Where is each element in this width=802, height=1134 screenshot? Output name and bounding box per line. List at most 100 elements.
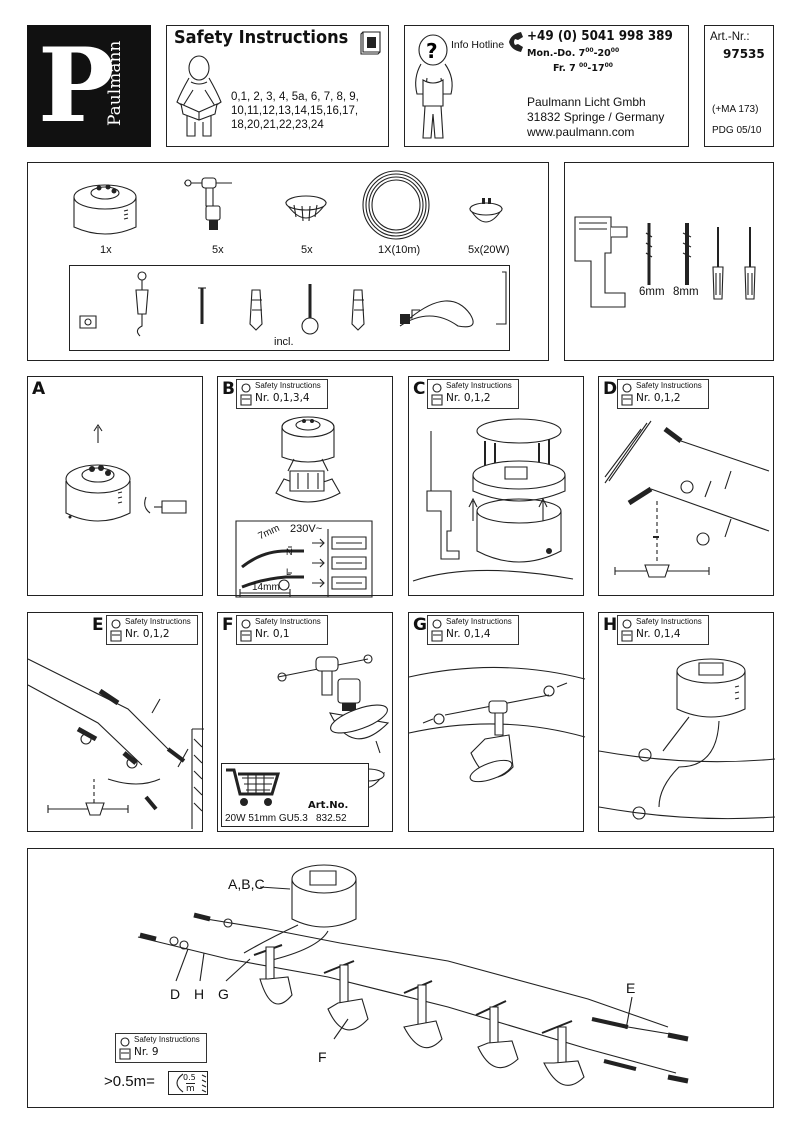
safety-person-icon xyxy=(109,619,123,643)
transformer-illustration xyxy=(72,171,138,239)
overview-label-e: E xyxy=(626,980,636,996)
svg-text:?: ? xyxy=(426,39,438,63)
distance-symbol: 0.5 m xyxy=(168,1071,208,1095)
article-label: Art.-Nr.: xyxy=(710,31,750,43)
replacement-lamp-box: Art.No. 20W 51mm GU5.3 832.52 xyxy=(221,763,369,827)
step-a-letter: A xyxy=(32,379,46,399)
article-ma: (+MA 173) xyxy=(712,104,759,115)
drill-size-6mm: 6mm xyxy=(639,286,665,298)
hours1-to: -20 xyxy=(593,48,611,60)
safety-person-icon xyxy=(239,619,253,643)
step-f-panel: F Safety Instructions Nr. 0,1 Art.No. 20… xyxy=(217,612,393,832)
step-e-si-numbers: Nr. 0,1,2 xyxy=(125,628,170,640)
step-h-safety-badge: Safety Instructions Nr. 0,1,4 xyxy=(617,615,709,645)
company-address: 31832 Springe / Germany xyxy=(527,110,665,124)
step-g-safety-badge: Safety Instructions Nr. 0,1,4 xyxy=(427,615,519,645)
step-c-panel: C Safety Instructions Nr. 0,1,2 xyxy=(408,376,584,596)
step-b-si-label: Safety Instructions xyxy=(255,381,321,390)
step-h-panel: H Safety Instructions Nr. 0,1,4 xyxy=(598,612,774,832)
step-h-letter: H xyxy=(603,615,618,635)
distance-value: 0.5 xyxy=(183,1073,196,1082)
small-parts-illustration xyxy=(70,266,510,352)
step-a-panel: A xyxy=(27,376,203,596)
step-c-safety-badge: Safety Instructions Nr. 0,1,2 xyxy=(427,379,519,409)
step-g-illustration xyxy=(409,643,585,823)
step-f-safety-badge: Safety Instructions Nr. 0,1 xyxy=(236,615,328,645)
overview-illustration xyxy=(28,849,775,1109)
article-box: Art.-Nr.: 97535 (+MA 173) PDG 05/10 xyxy=(704,25,774,147)
safety-person-icon xyxy=(430,383,444,407)
step-d-letter: D xyxy=(603,379,618,399)
step-e-letter: E xyxy=(92,615,104,635)
screwdriver-flat-icon xyxy=(743,227,757,303)
overview-label-d: D xyxy=(170,986,181,1002)
safety-instructions-box: Safety Instructions 0,1, 2, 3, 4, 5a, 6,… xyxy=(166,25,389,147)
step-e-panel: E Safety Instructions Nr. 0,1,2 xyxy=(27,612,203,832)
hours2-day: Fr. 7 xyxy=(553,63,580,75)
step-g-letter: G xyxy=(413,615,427,635)
hours2-from: 00 xyxy=(579,62,588,69)
lamp-art-label: Art.No. xyxy=(308,800,349,811)
lamp-spec: 20W 51mm GU5.3 xyxy=(225,813,308,824)
step-h-si-label: Safety Instructions xyxy=(636,617,702,626)
step-e-safety-badge: Safety Instructions Nr. 0,1,2 xyxy=(106,615,198,645)
brand-logo: P Paulmann xyxy=(27,25,151,147)
package-contents: 1x 5x 5x 1X(10m) 5x(20W) xyxy=(27,162,549,361)
phone-icon xyxy=(509,32,523,52)
safety-person-icon xyxy=(620,383,634,407)
overview-distance-label: >0.5m= xyxy=(104,1073,155,1090)
step-g-si-label: Safety Instructions xyxy=(446,617,512,626)
overview-label-f: F xyxy=(318,1049,327,1065)
step-c-si-label: Safety Instructions xyxy=(446,381,512,390)
step-f-si-label: Safety Instructions xyxy=(255,617,321,626)
step-b-panel: B Safety Instructions Nr. 0,1,3,4 230V~ … xyxy=(217,376,393,596)
step-a-illustration xyxy=(58,421,208,551)
step-c-letter: C xyxy=(413,379,426,399)
article-number: 97535 xyxy=(723,47,765,61)
drill-bit-6mm-icon xyxy=(644,223,654,287)
step-b-illustration xyxy=(232,411,382,591)
step-c-illustration xyxy=(413,411,573,591)
step-b-letter: B xyxy=(222,379,235,399)
lamp-illustration xyxy=(466,198,506,237)
step-d-si-label: Safety Instructions xyxy=(636,381,702,390)
distance-unit: m xyxy=(186,1083,195,1094)
step-g-si-numbers: Nr. 0,1,4 xyxy=(446,628,491,640)
step-b-safety-badge: Safety Instructions Nr. 0,1,3,4 xyxy=(236,379,328,409)
lamp-distance-icon xyxy=(171,1072,185,1094)
wiring-voltage: 230V~ xyxy=(290,523,323,535)
logo-letter: P xyxy=(38,26,115,146)
hotline-box: ? Info Hotline +49 (0) 5041 998 389 Mon.… xyxy=(404,25,689,147)
safety-person-icon xyxy=(239,383,253,407)
overview-label-abc: A,B,C xyxy=(228,876,265,892)
overview-label-h: H xyxy=(194,986,205,1002)
hours1-day: Mon.-Do. 7 xyxy=(527,48,586,60)
step-f-illustration xyxy=(242,649,392,789)
company-web: www.paulmann.com xyxy=(527,125,635,139)
overview-si-numbers: Nr. 9 xyxy=(134,1046,159,1058)
company-name: Paulmann Licht Gmbh xyxy=(527,95,646,109)
hotline-hours-friday: Fr. 7 00-1700 xyxy=(553,62,613,75)
screwdriver-phillips-icon xyxy=(711,227,725,303)
safety-title: Safety Instructions xyxy=(174,27,349,48)
document-icon xyxy=(361,30,383,54)
overview-safety-badge: Safety Instructions Nr. 9 xyxy=(115,1033,207,1063)
included-parts-box: incl. xyxy=(69,265,510,351)
step-d-si-numbers: Nr. 0,1,2 xyxy=(636,392,681,404)
step-d-safety-badge: Safety Instructions Nr. 0,1,2 xyxy=(617,379,709,409)
hours2-to: -17 xyxy=(587,63,605,75)
safety-numbers-line2: 10,11,12,13,14,15,16,17, xyxy=(231,105,359,117)
step-d-illustration xyxy=(601,411,771,591)
drill-bit-8mm-icon xyxy=(681,223,693,287)
safety-numbers-line1: 0,1, 2, 3, 4, 5a, 6, 7, 8, 9, xyxy=(231,91,359,103)
item-qty-wire: 1X(10m) xyxy=(378,244,421,256)
step-d-panel: D Safety Instructions Nr. 0,1,2 xyxy=(598,376,774,596)
safety-person-icon xyxy=(118,1037,132,1061)
step-e-si-label: Safety Instructions xyxy=(125,617,191,626)
cable-holder-illustration xyxy=(184,177,234,230)
hotline-hours-weekday: Mon.-Do. 700-2000 xyxy=(527,47,619,60)
step-h-illustration xyxy=(599,647,775,837)
drill-illustration xyxy=(571,213,641,323)
hotline-label: Info Hotline xyxy=(451,39,505,51)
step-g-panel: G Safety Instructions Nr. 0,1,4 xyxy=(408,612,584,832)
